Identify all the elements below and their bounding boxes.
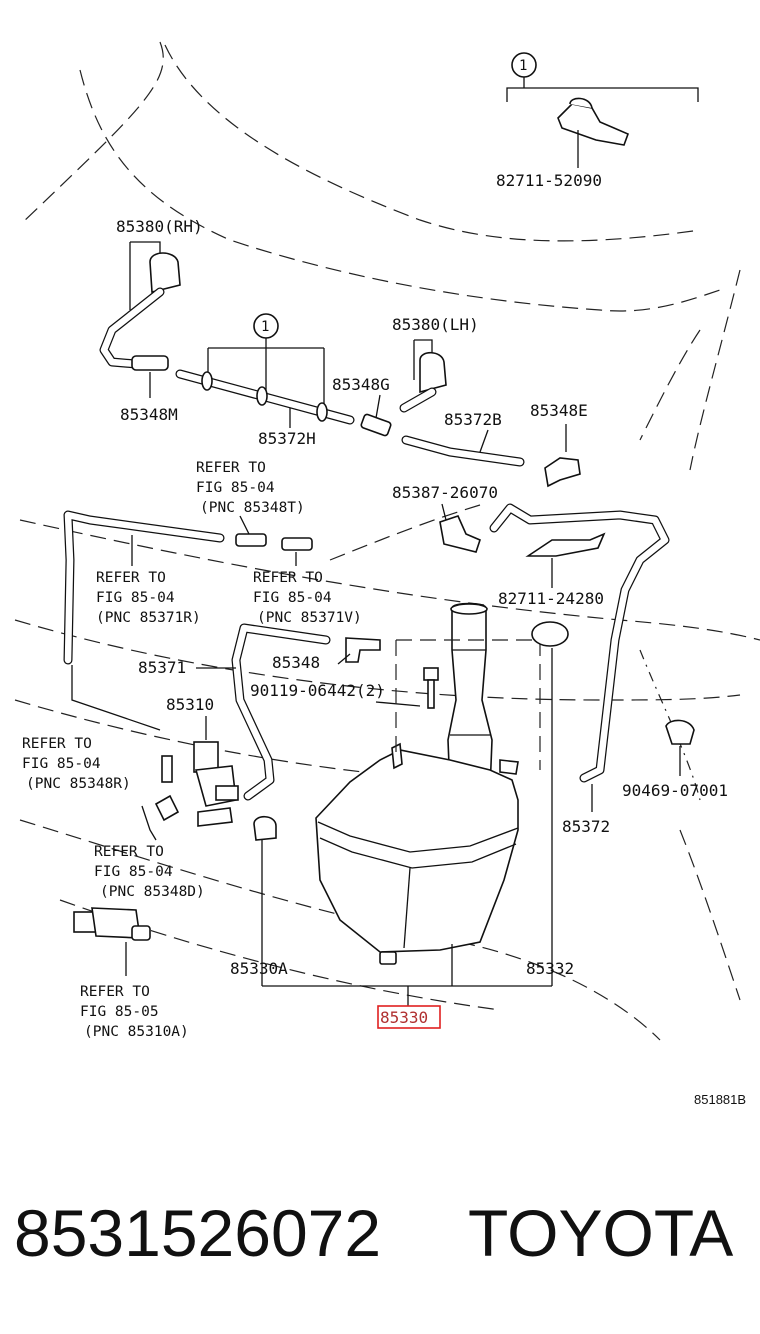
label-85332: 85332 <box>526 959 574 978</box>
refer-85371v: REFER TO FIG 85-04 (PNC 85371V) <box>253 537 362 626</box>
refer-85348t: REFER TO FIG 85-04 (PNC 85348T) <box>196 460 305 547</box>
hose-85372h: 1 85372H <box>175 313 355 448</box>
svg-text:FIG 85-04: FIG 85-04 <box>22 756 101 772</box>
label-85387-26070: 85387-26070 <box>392 483 498 502</box>
svg-text:1: 1 <box>261 319 269 335</box>
label-85330-highlighted: 85330 <box>380 1008 428 1027</box>
svg-text:(PNC 85348T): (PNC 85348T) <box>200 500 305 516</box>
grommet-85330a <box>253 815 277 986</box>
label-90119-06442: 90119-06442(2) <box>250 681 385 700</box>
label-82711-24280: 82711-24280 <box>498 589 604 608</box>
svg-text:(PNC 85310A): (PNC 85310A) <box>84 1024 189 1040</box>
refer-85348r: REFER TO FIG 85-04 (PNC 85348R) <box>22 736 180 822</box>
label-85348m: 85348M <box>120 405 178 424</box>
svg-text:1: 1 <box>519 58 527 74</box>
svg-text:REFER TO: REFER TO <box>22 736 92 752</box>
hose-85372-label: 85372 <box>562 784 610 836</box>
nozzle-rh-assembly: 85380(RH) 85348M <box>99 217 203 424</box>
svg-text:FIG 85-04: FIG 85-04 <box>94 864 173 880</box>
svg-text:REFER TO: REFER TO <box>94 844 164 860</box>
label-85380-rh: 85380(RH) <box>116 217 203 236</box>
svg-text:REFER TO: REFER TO <box>253 570 323 586</box>
svg-text:REFER TO: REFER TO <box>80 984 150 1000</box>
svg-text:FIG 85-04: FIG 85-04 <box>253 590 332 606</box>
nozzle-lh-assembly: 85380(LH) 85348G <box>332 315 479 437</box>
cap-85332 <box>531 621 569 986</box>
footer-brand: TOYOTA <box>468 1196 733 1270</box>
label-85348e: 85348E <box>530 401 588 420</box>
label-85310: 85310 <box>166 695 214 714</box>
hose-85372b: 85372B 85348E <box>401 401 588 488</box>
svg-text:REFER TO: REFER TO <box>196 460 266 476</box>
label-85371: 85371 <box>138 658 186 677</box>
fitting-85348: 85348 <box>272 637 381 672</box>
grommet-85387-26070: 85387-26070 <box>392 483 670 783</box>
svg-text:REFER TO: REFER TO <box>96 570 166 586</box>
clip-90469-07001: 90469-07001 <box>622 719 728 800</box>
label-85348g: 85348G <box>332 375 390 394</box>
callout-82711-52090: 1 82711-52090 <box>496 52 699 190</box>
label-82711-52090: 82711-52090 <box>496 171 602 190</box>
pump-85310: 85310 <box>166 695 239 827</box>
svg-text:(PNC 85348R): (PNC 85348R) <box>26 776 131 792</box>
highlight-box <box>377 1005 441 1029</box>
refer-85348d: REFER TO FIG 85-04 (PNC 85348D) <box>94 805 205 900</box>
label-85330a: 85330A <box>230 959 288 978</box>
footer-part-number: 8531526072 <box>14 1196 381 1270</box>
clip-82711-24280: 82711-24280 <box>498 532 606 608</box>
svg-text:(PNC 85371V): (PNC 85371V) <box>257 610 362 626</box>
refer-85310a: REFER TO FIG 85-05 (PNC 85310A) <box>73 907 189 1040</box>
hose-85371r: REFER TO FIG 85-04 (PNC 85371R) <box>63 510 225 731</box>
label-85372b: 85372B <box>444 410 502 429</box>
figure-code: 851881B <box>694 1092 746 1107</box>
label-85372h: 85372H <box>258 429 316 448</box>
bolt-90119: 90119-06442(2) <box>250 667 439 709</box>
label-85380-lh: 85380(LH) <box>392 315 479 334</box>
hose-85371: 85371 <box>138 623 331 801</box>
label-90469-07001: 90469-07001 <box>622 781 728 800</box>
svg-text:FIG 85-04: FIG 85-04 <box>196 480 275 496</box>
svg-text:(PNC 85348D): (PNC 85348D) <box>100 884 205 900</box>
washer-tank-85330 <box>315 602 541 965</box>
assembly-bracket: 85330A 85332 85330 <box>230 944 574 1029</box>
svg-text:FIG 85-05: FIG 85-05 <box>80 1004 159 1020</box>
label-85348: 85348 <box>272 653 320 672</box>
label-85372: 85372 <box>562 817 610 836</box>
svg-text:(PNC 85371R): (PNC 85371R) <box>96 610 201 626</box>
svg-text:FIG 85-04: FIG 85-04 <box>96 590 175 606</box>
